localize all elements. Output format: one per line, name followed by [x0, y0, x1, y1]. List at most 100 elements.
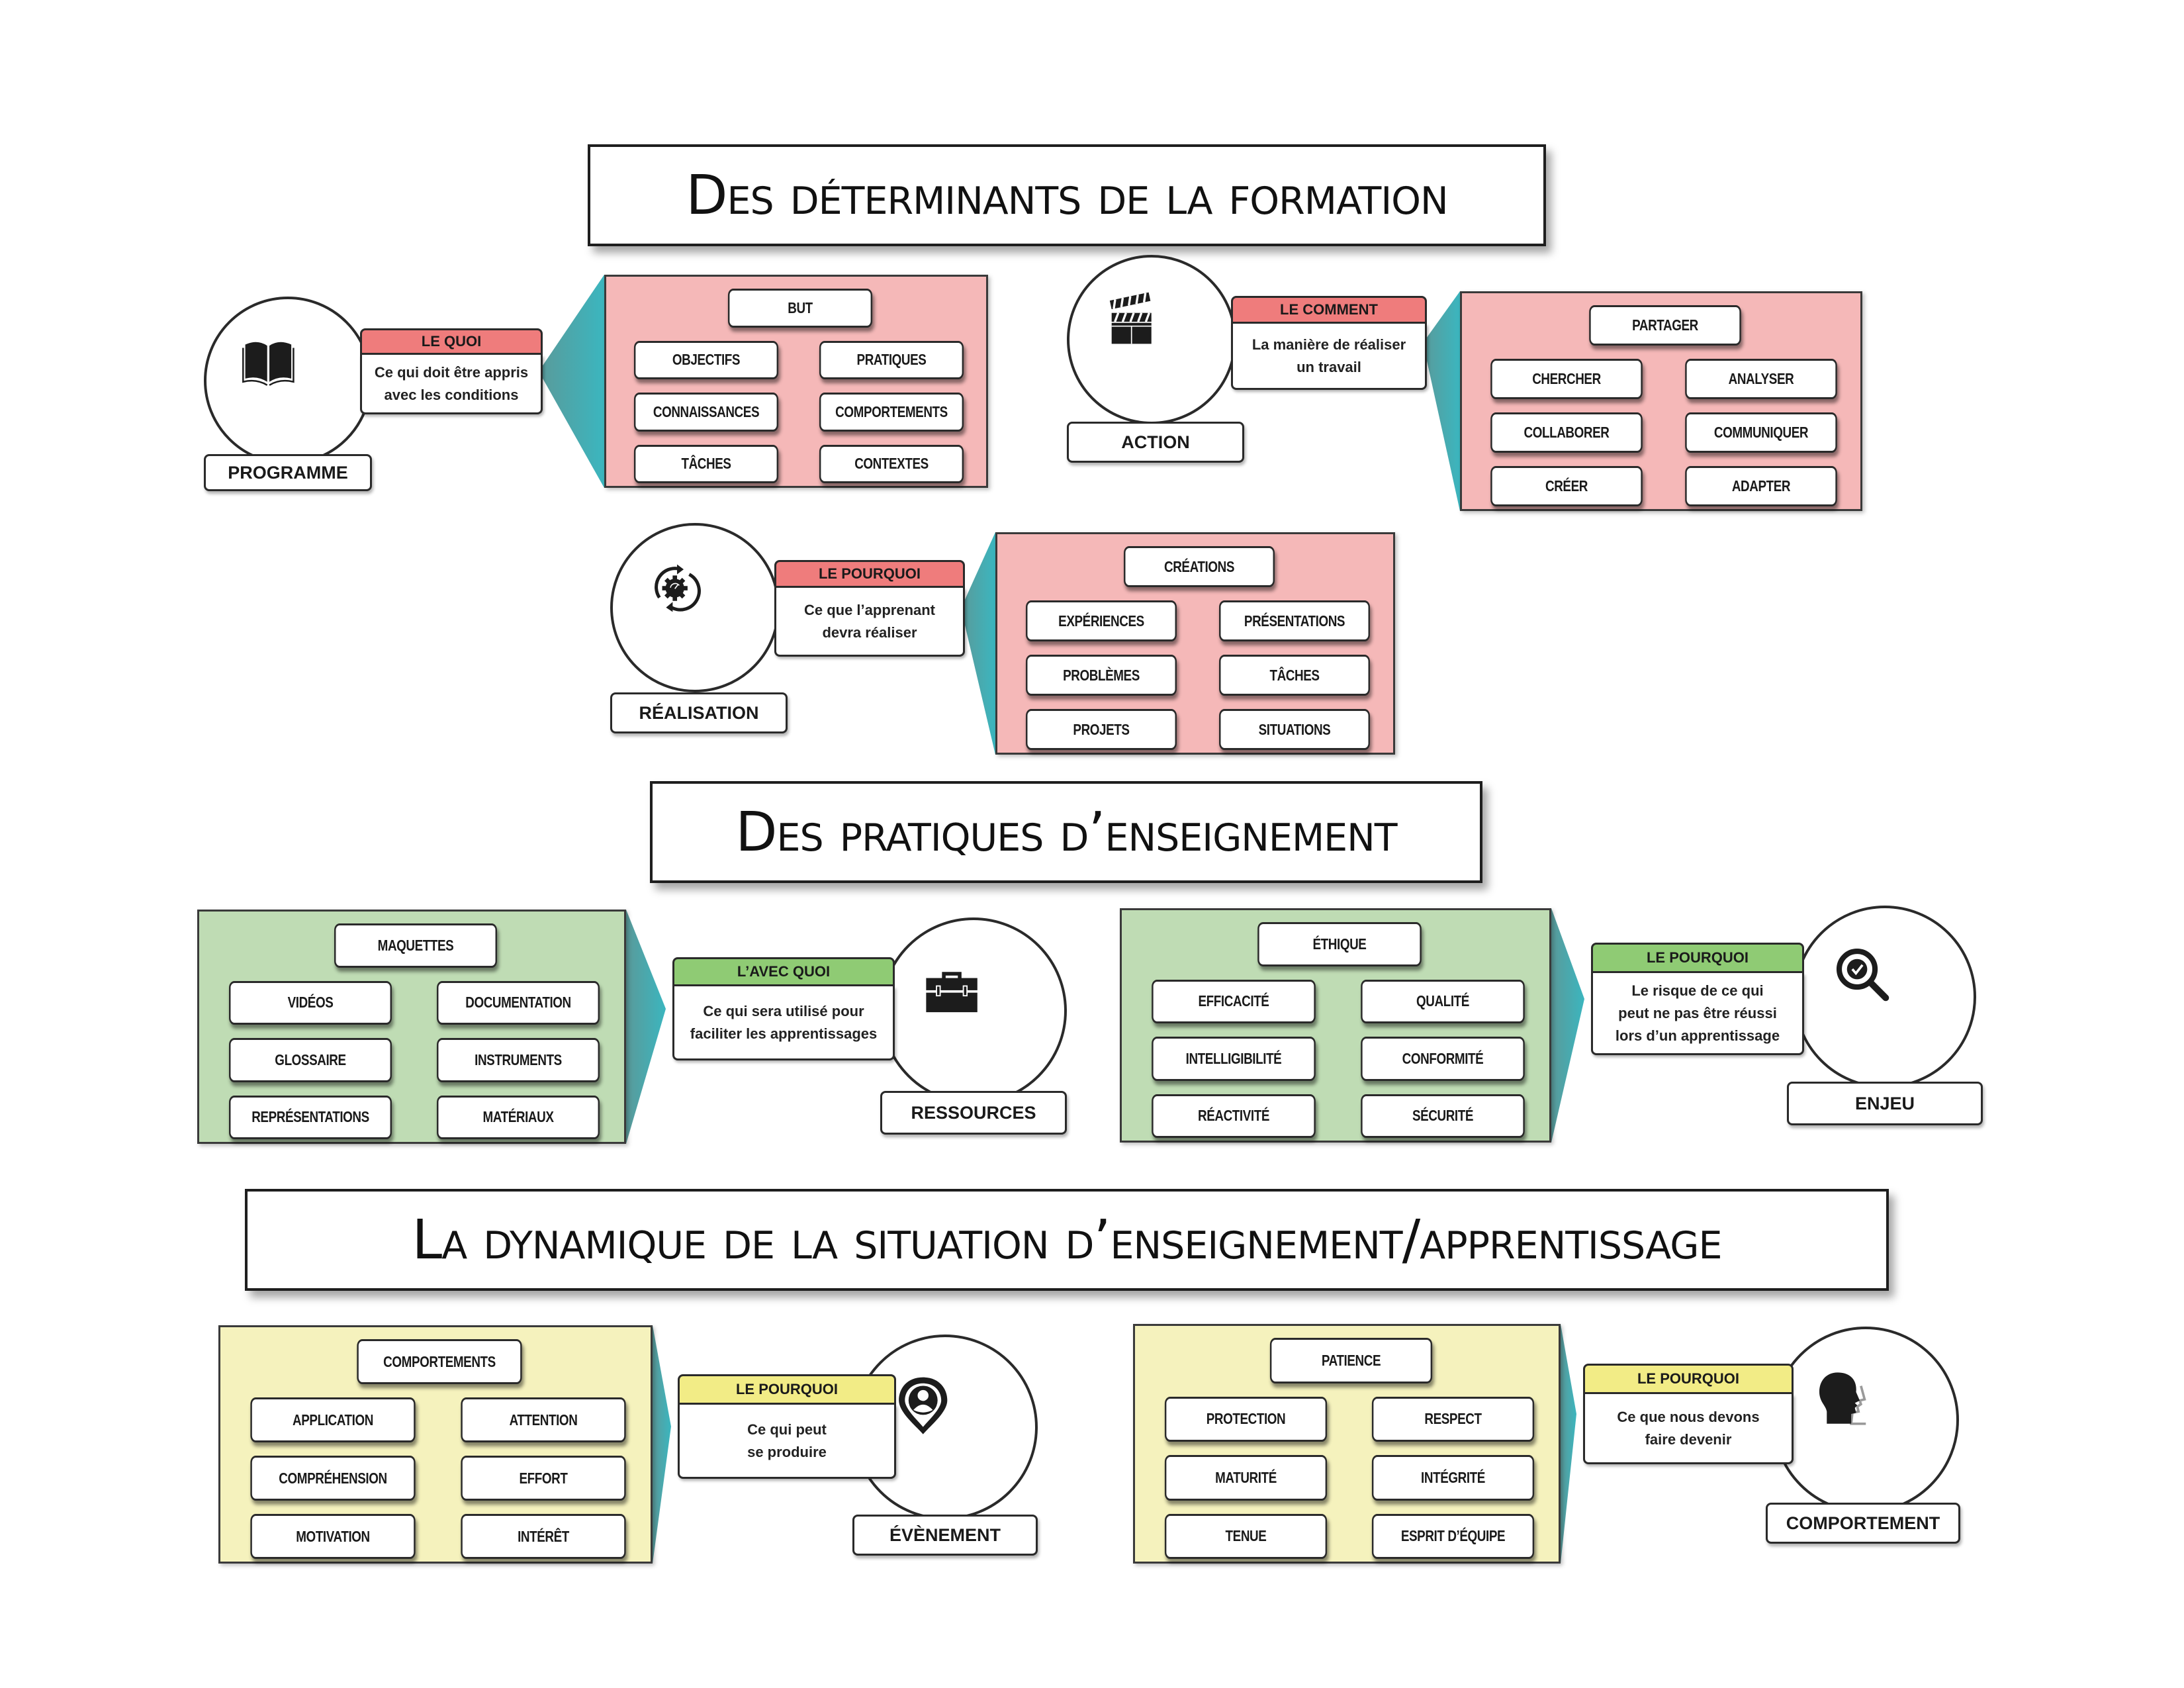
- ressources-chip-top[interactable]: MAQUETTES: [334, 923, 497, 968]
- chip-label: RESPECT: [1424, 1410, 1482, 1428]
- evenement-tag: LE POURQUOI: [678, 1374, 896, 1405]
- evenement-chip-top[interactable]: COMPORTEMENTS: [357, 1339, 522, 1384]
- chip-label: ÉTHIQUE: [1312, 935, 1367, 953]
- chip-label: PROTECTION: [1206, 1410, 1286, 1428]
- chip-label: RÉACTIVITÉ: [1197, 1107, 1270, 1125]
- comportement-panel: PATIENCE PROTECTION RESPECT MATURITÉ INTÉGRI…: [1133, 1324, 1561, 1564]
- comportement-chip[interactable]: PROTECTION: [1164, 1396, 1328, 1442]
- chip-label: CRÉATIONS: [1164, 557, 1234, 575]
- enjeu-label: ENJEU: [1787, 1082, 1983, 1125]
- chip-label: QUALITÉ: [1416, 992, 1469, 1010]
- chip-label: SITUATIONS: [1258, 720, 1331, 738]
- programme-chip[interactable]: OBJECTIFS: [633, 340, 779, 379]
- chip-label: INTÉRÊT: [518, 1527, 569, 1545]
- enjeu-chip[interactable]: CONFORMITÉ: [1361, 1037, 1525, 1081]
- programme-chip[interactable]: PRATIQUES: [819, 340, 964, 379]
- realisation-chip[interactable]: SITUATIONS: [1219, 709, 1370, 750]
- realisation-chip-top[interactable]: CRÉATIONS: [1124, 546, 1275, 587]
- realisation-chip[interactable]: PROBLÈMES: [1026, 655, 1177, 696]
- chip-label: INSTRUMENTS: [475, 1051, 562, 1068]
- comportement-chip[interactable]: TENUE: [1164, 1513, 1328, 1559]
- action-chip[interactable]: ADAPTER: [1685, 466, 1837, 506]
- book-icon: [241, 334, 336, 428]
- comportement-label: COMPORTEMENT: [1766, 1503, 1960, 1544]
- evenement-panel: COMPORTEMENTS APPLICATION ATTENTION COMPRÉH…: [218, 1325, 653, 1564]
- evenement-chip[interactable]: COMPRÉHENSION: [250, 1456, 416, 1501]
- enjeu-chip[interactable]: INTELLIGIBILITÉ: [1152, 1037, 1316, 1081]
- realisation-chip[interactable]: PRÉSENTATIONS: [1219, 600, 1370, 641]
- action-label: ACTION: [1067, 422, 1244, 463]
- realisation-chip[interactable]: PROJETS: [1026, 709, 1177, 750]
- evenement-chip[interactable]: ATTENTION: [461, 1397, 626, 1442]
- gear-cycle-icon: [647, 560, 743, 655]
- ressources-chip[interactable]: MATÉRIAUX: [437, 1095, 600, 1139]
- programme-chip[interactable]: CONTEXTES: [819, 444, 964, 483]
- programme-connector-arrow: [539, 275, 604, 488]
- action-chip[interactable]: CHERCHER: [1490, 359, 1643, 399]
- enjeu-chip[interactable]: SÉCURITÉ: [1361, 1094, 1525, 1138]
- magnifier-check-icon: [1833, 945, 1936, 1048]
- chip-label: ADAPTER: [1731, 477, 1791, 494]
- action-chip[interactable]: COMMUNIQUER: [1685, 412, 1837, 453]
- chip-label: COMMUNIQUER: [1713, 424, 1809, 441]
- chip-label: OBJECTIFS: [672, 351, 741, 369]
- comportement-icon-circle: [1772, 1327, 1959, 1513]
- chip-label: TENUE: [1225, 1527, 1267, 1545]
- evenement-label: ÉVÈNEMENT: [852, 1515, 1038, 1556]
- head-profile-icon: [1813, 1368, 1919, 1473]
- chip-label: CONTEXTES: [854, 455, 929, 473]
- comportement-chip[interactable]: ESPRIT D’ÉQUIPE: [1371, 1513, 1535, 1559]
- programme-panel: BUT OBJECTIFS PRATIQUES CONNAISSANCES COMPOR…: [604, 275, 988, 488]
- enjeu-panel: ÉTHIQUE EFFICACITÉ QUALITÉ INTELLIGIBILITÉ C…: [1120, 908, 1551, 1143]
- evenement-chip[interactable]: EFFORT: [461, 1456, 626, 1501]
- action-chip[interactable]: COLLABORER: [1490, 412, 1643, 453]
- ressources-icon-circle: [880, 917, 1067, 1104]
- chip-label: PATIENCE: [1321, 1351, 1381, 1369]
- realisation-chip[interactable]: TÂCHES: [1219, 655, 1370, 696]
- action-chip-top[interactable]: PARTAGER: [1589, 305, 1741, 346]
- enjeu-chip[interactable]: RÉACTIVITÉ: [1152, 1094, 1316, 1138]
- ressources-chip[interactable]: VIDÉOS: [229, 980, 392, 1025]
- action-chip[interactable]: ANALYSER: [1685, 359, 1837, 399]
- chip-label: CONNAISSANCES: [653, 402, 760, 420]
- programme-chip[interactable]: CONNAISSANCES: [633, 393, 779, 432]
- action-chip[interactable]: CRÉER: [1490, 466, 1643, 506]
- programme-icon-circle: [204, 297, 372, 465]
- programme-chip-top[interactable]: BUT: [727, 289, 873, 328]
- chip-label: MOTIVATION: [296, 1527, 370, 1545]
- programme-chip[interactable]: COMPORTEMENTS: [819, 393, 964, 432]
- action-panel: PARTAGER CHERCHER ANALYSER COLLABORER COMMUN…: [1460, 291, 1862, 511]
- chip-label: CHERCHER: [1532, 370, 1601, 387]
- clapperboard-icon: [1104, 292, 1199, 387]
- evenement-chip[interactable]: APPLICATION: [250, 1397, 416, 1442]
- comportement-chip[interactable]: MATURITÉ: [1164, 1455, 1328, 1501]
- ressources-chip[interactable]: GLOSSAIRE: [229, 1038, 392, 1082]
- chip-label: ATTENTION: [509, 1411, 578, 1429]
- action-connector-arrow: [1423, 291, 1460, 511]
- comportement-chip[interactable]: RESPECT: [1371, 1396, 1535, 1442]
- chip-label: TÂCHES: [681, 455, 731, 473]
- chip-label: BUT: [788, 299, 813, 316]
- toolbox-icon: [921, 959, 1026, 1064]
- realisation-label: RÉALISATION: [610, 692, 788, 733]
- realisation-chip[interactable]: EXPÉRIENCES: [1026, 600, 1177, 641]
- ressources-chip[interactable]: DOCUMENTATION: [437, 980, 600, 1025]
- evenement-chip[interactable]: INTÉRÊT: [461, 1514, 626, 1559]
- evenement-chip[interactable]: MOTIVATION: [250, 1514, 416, 1559]
- action-icon-circle: [1067, 255, 1236, 424]
- programme-chip[interactable]: TÂCHES: [633, 444, 779, 483]
- chip-label: APPLICATION: [293, 1411, 373, 1429]
- comportement-chip-top[interactable]: PATIENCE: [1269, 1338, 1432, 1383]
- enjeu-chip[interactable]: QUALITÉ: [1361, 979, 1525, 1023]
- enjeu-chip-top[interactable]: ÉTHIQUE: [1257, 922, 1422, 966]
- ressources-chip[interactable]: INSTRUMENTS: [437, 1038, 600, 1082]
- realisation-panel: CRÉATIONS EXPÉRIENCES PRÉSENTATIONS PROBLÈM…: [995, 532, 1395, 755]
- chip-label: CRÉER: [1545, 477, 1588, 494]
- enjeu-chip[interactable]: EFFICACITÉ: [1152, 979, 1316, 1023]
- ressources-chip[interactable]: REPRÉSENTATIONS: [229, 1095, 392, 1139]
- comportement-chip[interactable]: INTÉGRITÉ: [1371, 1455, 1535, 1501]
- chip-label: REPRÉSENTATIONS: [251, 1108, 369, 1126]
- chip-label: COMPORTEMENTS: [383, 1352, 496, 1370]
